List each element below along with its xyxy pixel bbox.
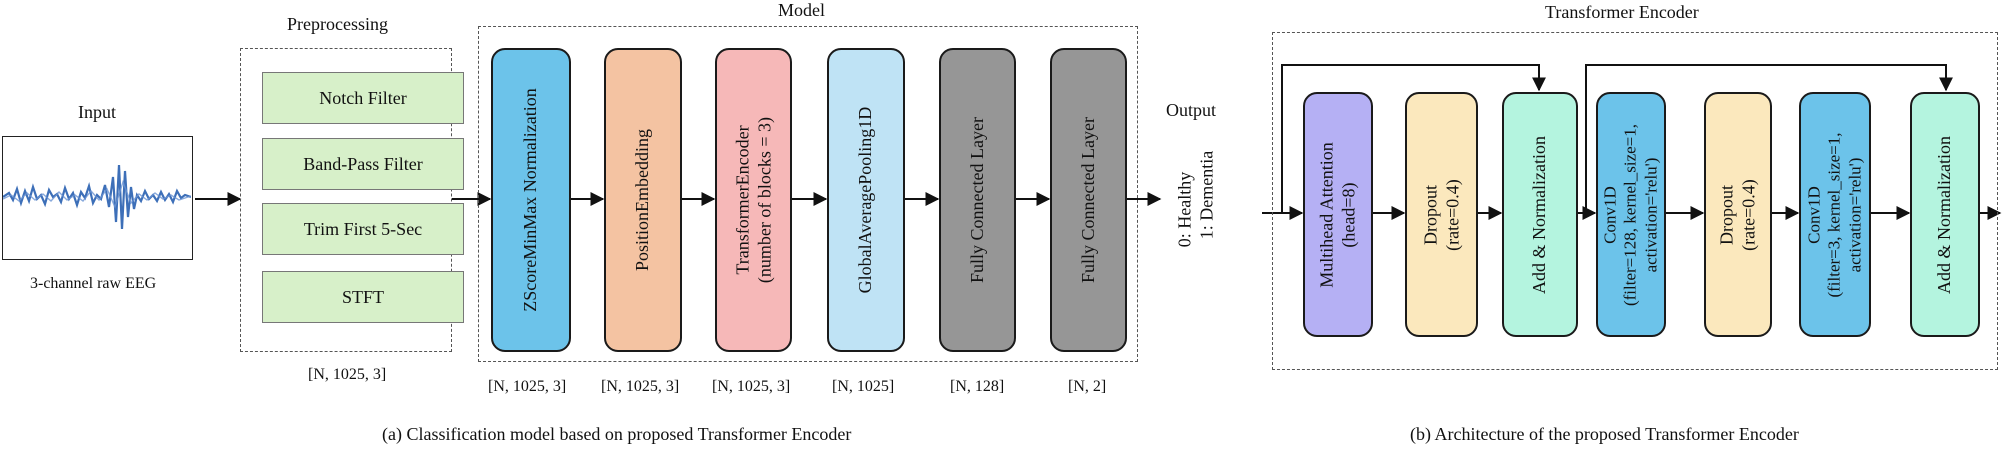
preprocessing-step-stft: STFT [262,271,464,323]
preprocessing-step-notch-filter: Notch Filter [262,72,464,124]
model-shape-2: [N, 1025, 3] [601,378,680,395]
output-class-healthy: 0: Healthy [1174,171,1195,248]
encoder-block-conv1d-1: Conv1D(filter=128, kernel_size=1,activat… [1596,92,1666,337]
model-block-fully-connected-1: Fully Connected Layer [939,48,1016,352]
eeg-waveform-image [2,136,193,260]
encoder-container [1272,32,1998,370]
caption-b: (b) Architecture of the proposed Transfo… [1410,424,1799,444]
input-caption: 3-channel raw EEG [30,275,157,292]
model-shape-4: [N, 1025] [832,378,895,395]
model-title: Model [778,0,825,20]
residual-skip-1 [1281,64,1546,213]
preprocessing-title: Preprocessing [287,14,388,34]
encoder-block-dropout-2: Dropout(rate=0.4) [1704,92,1772,337]
output-title: Output [1166,100,1217,120]
model-shape-1: [N, 1025, 3] [488,378,567,395]
input-title: Input [78,102,116,122]
preprocessing-shape: [N, 1025, 3] [308,366,387,383]
model-block-transformer-encoder: TransformerEncoder(number of blocks = 3) [715,48,792,352]
encoder-block-conv1d-2: Conv1D(filter=3, kernel_size=1,activatio… [1799,92,1871,337]
encoder-block-add-normalization-1: Add & Normalization [1502,92,1578,337]
model-shape-6: [N, 2] [1068,378,1107,395]
model-shape-3: [N, 1025, 3] [712,378,791,395]
model-container [478,26,1138,362]
preprocessing-step-band-pass-filter: Band-Pass Filter [262,138,464,190]
model-block-zscore-normalization: ZScoreMinMax Normalization [491,48,571,352]
preprocessing-container [240,48,452,352]
model-shape-5: [N, 128] [950,378,1005,395]
encoder-block-multihead-attention: Multihead Attention(head=8) [1303,92,1373,337]
caption-a: (a) Classification model based on propos… [382,424,852,444]
encoder-block-dropout-1: Dropout(rate=0.4) [1405,92,1478,337]
output-class-dementia: 1: Dementia [1196,150,1216,240]
model-block-fully-connected-2: Fully Connected Layer [1050,48,1127,352]
encoder-block-add-normalization-2: Add & Normalization [1910,92,1980,337]
model-block-global-average-pooling: GlobalAveragePooling1D [827,48,905,352]
output-classes: 0: Healthy 1: Dementia [1174,151,1217,247]
encoder-title: Transformer Encoder [1545,2,1699,22]
preprocessing-step-trim: Trim First 5-Sec [262,203,464,255]
residual-skip-2 [1585,64,1953,213]
model-block-position-embedding: PositionEmbedding [604,48,682,352]
